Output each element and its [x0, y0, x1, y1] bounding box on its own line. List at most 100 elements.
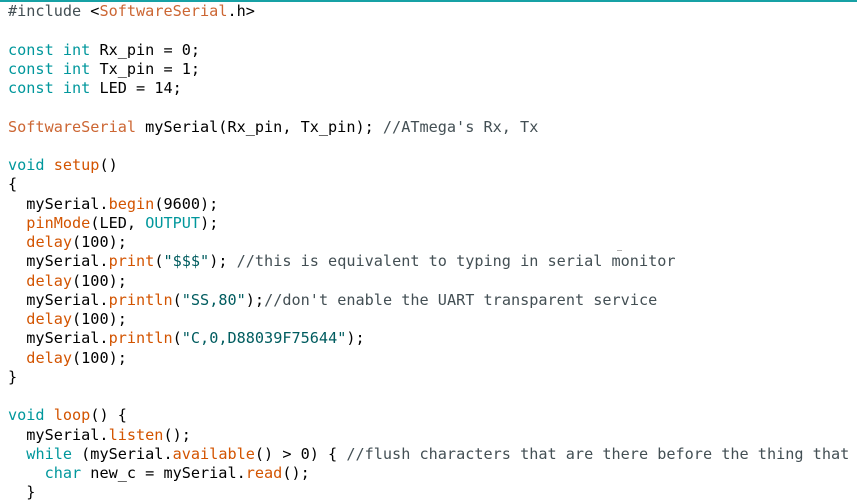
code-line[interactable]: const int Rx_pin = 0; — [8, 41, 857, 60]
code-token: () { — [90, 406, 127, 425]
text-cursor-marker — [617, 250, 622, 251]
code-token: (100); — [72, 233, 127, 251]
code-token: () — [99, 156, 118, 174]
code-token: { — [8, 175, 18, 194]
code-token: "SS,80" — [181, 290, 246, 309]
code-line[interactable]: pinMode(LED, OUTPUT); — [8, 214, 857, 233]
code-token: (); — [163, 425, 191, 444]
code-line[interactable]: mySerial.listen(); — [8, 426, 857, 445]
code-token — [54, 60, 63, 78]
code-token: ( — [172, 290, 182, 309]
code-line[interactable]: delay(100); — [8, 272, 857, 291]
code-token: .h> — [227, 2, 255, 20]
code-token: begin — [108, 194, 155, 213]
code-token: ); — [245, 290, 265, 309]
code-token: ); — [209, 252, 237, 271]
code-line[interactable]: void loop() { — [8, 406, 857, 425]
code-token: int — [62, 40, 91, 59]
code-token: //this is equivalent to typing in serial… — [236, 252, 676, 271]
code-line[interactable]: ​ — [8, 21, 857, 40]
code-token — [54, 41, 63, 59]
code-token — [8, 214, 26, 232]
code-line[interactable]: delay(100); — [8, 349, 857, 368]
code-token: delay — [26, 233, 73, 251]
code-line[interactable]: mySerial.println("C,0,D88039F75644"); — [8, 329, 857, 348]
code-line[interactable]: void setup() — [8, 156, 857, 175]
code-token: const — [8, 79, 54, 97]
code-token: SoftwareSerial — [8, 117, 137, 136]
code-token: "$$$" — [163, 252, 210, 271]
code-token: mySerial. — [8, 425, 109, 444]
code-token: //don't enable the UART transparent serv… — [264, 290, 658, 309]
editor-top-border — [0, 0, 857, 2]
code-token: delay — [26, 348, 73, 367]
code-token: const — [8, 40, 54, 59]
code-line[interactable]: mySerial.begin(9600); — [8, 195, 857, 214]
code-line[interactable]: const int Tx_pin = 1; — [8, 60, 857, 79]
code-token: mySerial. — [8, 329, 109, 348]
code-token: (100); — [72, 271, 127, 290]
code-line[interactable]: ​ — [8, 137, 857, 156]
code-token: < — [90, 2, 100, 20]
code-token: listen — [108, 425, 164, 444]
code-token: mySerial. — [8, 290, 109, 309]
code-line[interactable]: } — [8, 483, 857, 502]
code-token: ); — [346, 329, 365, 348]
code-token — [8, 445, 26, 463]
code-token: mySerial. — [8, 194, 109, 213]
code-token: int — [62, 59, 91, 78]
code-line[interactable]: delay(100); — [8, 310, 857, 329]
code-line[interactable]: ​ — [8, 98, 857, 117]
code-token: ( — [154, 252, 164, 271]
code-token: Rx_pin = 0; — [90, 40, 201, 59]
code-line[interactable]: while (mySerial.available() > 0) { //flu… — [8, 445, 857, 464]
code-token: (mySerial. — [72, 444, 173, 463]
code-line[interactable]: } — [8, 368, 857, 387]
code-token — [45, 156, 54, 174]
code-token: (100); — [72, 310, 127, 328]
code-token — [45, 406, 54, 424]
code-token: (LED, — [90, 213, 146, 232]
code-token: () > 0) { — [254, 444, 347, 463]
code-token: char — [44, 464, 82, 482]
code-line[interactable]: delay(100); — [8, 233, 857, 252]
code-token: mySerial(Rx_pin, Tx_pin); — [136, 117, 383, 136]
code-line[interactable]: const int LED = 14; — [8, 79, 857, 98]
code-token: Tx_pin = 1; — [90, 59, 201, 78]
code-line[interactable]: char new_c = mySerial.read(); — [8, 464, 857, 483]
code-line[interactable]: SoftwareSerial mySerial(Rx_pin, Tx_pin);… — [8, 118, 857, 137]
code-line[interactable]: ​ — [8, 387, 857, 406]
code-token: delay — [26, 271, 73, 290]
code-token: //flush characters that are there before… — [346, 444, 850, 463]
code-token — [8, 233, 26, 251]
code-token: while — [26, 444, 73, 463]
code-token — [8, 310, 26, 328]
code-line[interactable]: mySerial.println("SS,80");//don't enable… — [8, 291, 857, 310]
code-token — [8, 272, 26, 290]
code-token: setup — [53, 156, 100, 174]
code-token: #include — [8, 2, 91, 20]
code-token: available — [172, 444, 255, 463]
code-token: println — [108, 329, 173, 348]
code-line[interactable]: mySerial.print("$$$"); //this is equival… — [8, 252, 857, 271]
code-token: delay — [26, 310, 73, 328]
code-token: new_c = mySerial. — [81, 464, 246, 482]
code-token: const — [8, 59, 54, 78]
code-token: void — [8, 156, 45, 174]
code-token: SoftwareSerial — [99, 2, 228, 20]
code-text-area[interactable]: #include <SoftwareSerial.h>​const int Rx… — [8, 2, 857, 503]
code-token: (); — [282, 464, 310, 482]
code-token: pinMode — [26, 213, 91, 232]
code-token: print — [108, 252, 155, 271]
code-line[interactable]: { — [8, 175, 857, 194]
code-token — [54, 79, 63, 97]
code-token: ); — [200, 213, 219, 232]
code-token: //ATmega's Rx, Tx — [382, 117, 539, 136]
code-token: ( — [172, 329, 182, 348]
code-token: void — [8, 406, 45, 425]
code-line[interactable]: #include <SoftwareSerial.h> — [8, 2, 857, 21]
code-token — [8, 349, 26, 367]
code-token: "C,0,D88039F75644" — [181, 329, 347, 348]
code-token: (9600); — [154, 194, 219, 213]
